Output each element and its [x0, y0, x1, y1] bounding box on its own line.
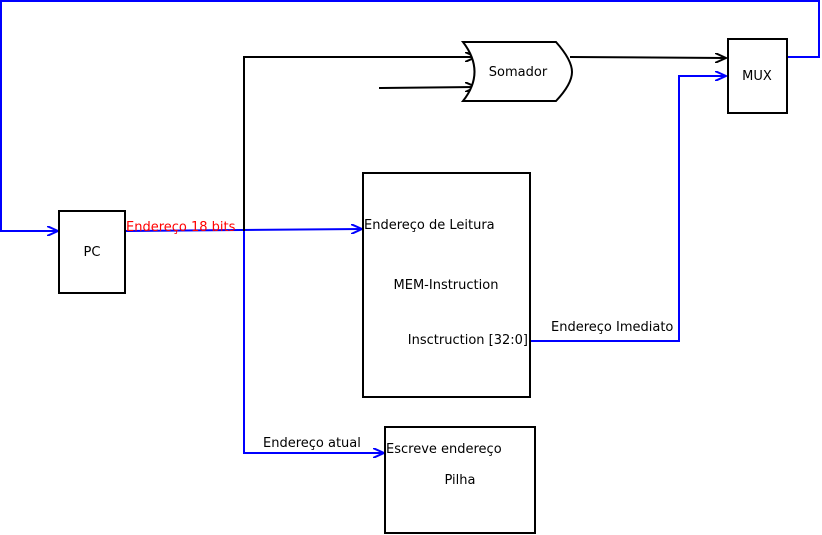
adder-label: Somador: [489, 65, 548, 80]
stack-write-port: Escreve endereço: [386, 442, 502, 457]
pc-to-adder-wire: [243, 57, 476, 231]
current-address-wire-label: Endereço atual: [263, 436, 361, 451]
mux-block: MUX: [727, 38, 788, 114]
immediate-wire-label: Endereço Imediato: [551, 320, 673, 335]
pc-label: PC: [84, 245, 101, 260]
adder-block: Somador: [460, 41, 574, 102]
instruction-memory-block: Endereço de Leitura MEM-Instruction Insc…: [362, 172, 531, 398]
mem-title: MEM-Instruction: [394, 278, 499, 293]
mem-instruction-port: Insctruction [32:0]: [408, 333, 528, 348]
pc-output-wire-label: Endereço 18 bits: [126, 220, 236, 235]
pc-to-stack-wire: [243, 231, 384, 453]
mux-label: MUX: [742, 69, 772, 84]
mem-read-address-port: Endereço de Leitura: [364, 218, 495, 233]
immediate-to-mux-wire: [531, 76, 726, 342]
adder-to-mux-wire: [569, 57, 726, 58]
stack-title: Pilha: [445, 473, 476, 488]
stack-block: Escreve endereço Pilha: [384, 426, 536, 534]
pc-block: PC: [58, 210, 126, 294]
adder-second-input-wire: [378, 87, 476, 88]
mux-to-pc-wire: [0, 0, 820, 231]
